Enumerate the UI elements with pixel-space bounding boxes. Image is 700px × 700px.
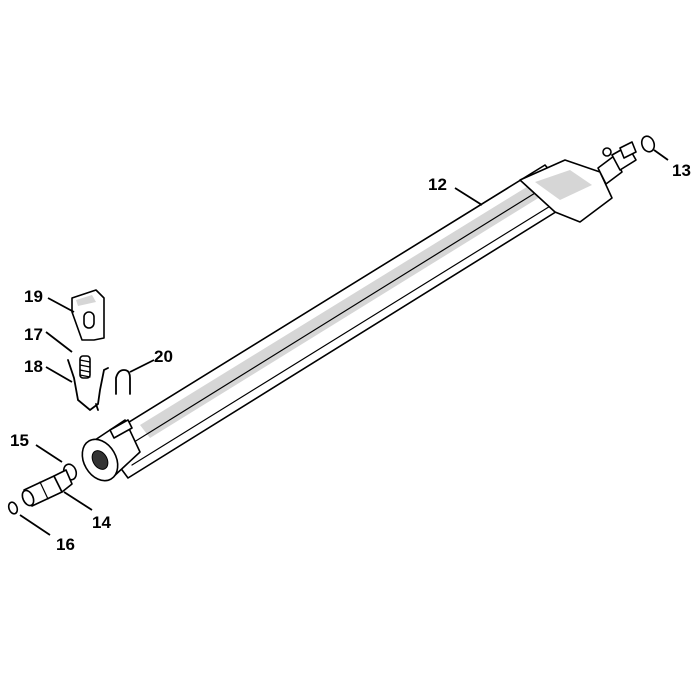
- callout-16: 16: [56, 535, 75, 554]
- callout-15: 15: [10, 431, 29, 450]
- leader-lines: [19, 149, 669, 536]
- wire-bracket-part-18[interactable]: [67, 359, 109, 412]
- callout-19: 19: [24, 287, 43, 306]
- callout-17: 17: [24, 325, 43, 344]
- o-ring-part-13[interactable]: [640, 134, 657, 153]
- callouts: 12 13 14 15 16 17 18 19 20: [10, 161, 691, 554]
- tube-part-12[interactable]: [75, 141, 637, 487]
- callout-12: 12: [428, 175, 447, 194]
- wire-hook-part-20[interactable]: [115, 369, 131, 395]
- callout-20: 20: [154, 347, 173, 366]
- spring-part-17[interactable]: [79, 355, 91, 379]
- nozzle-insert-part-14[interactable]: [20, 469, 73, 507]
- clip-plate-part-19[interactable]: [71, 289, 105, 341]
- callout-13: 13: [672, 161, 691, 180]
- o-ring-part-16[interactable]: [7, 501, 19, 515]
- callout-14: 14: [92, 513, 111, 532]
- callout-18: 18: [24, 357, 43, 376]
